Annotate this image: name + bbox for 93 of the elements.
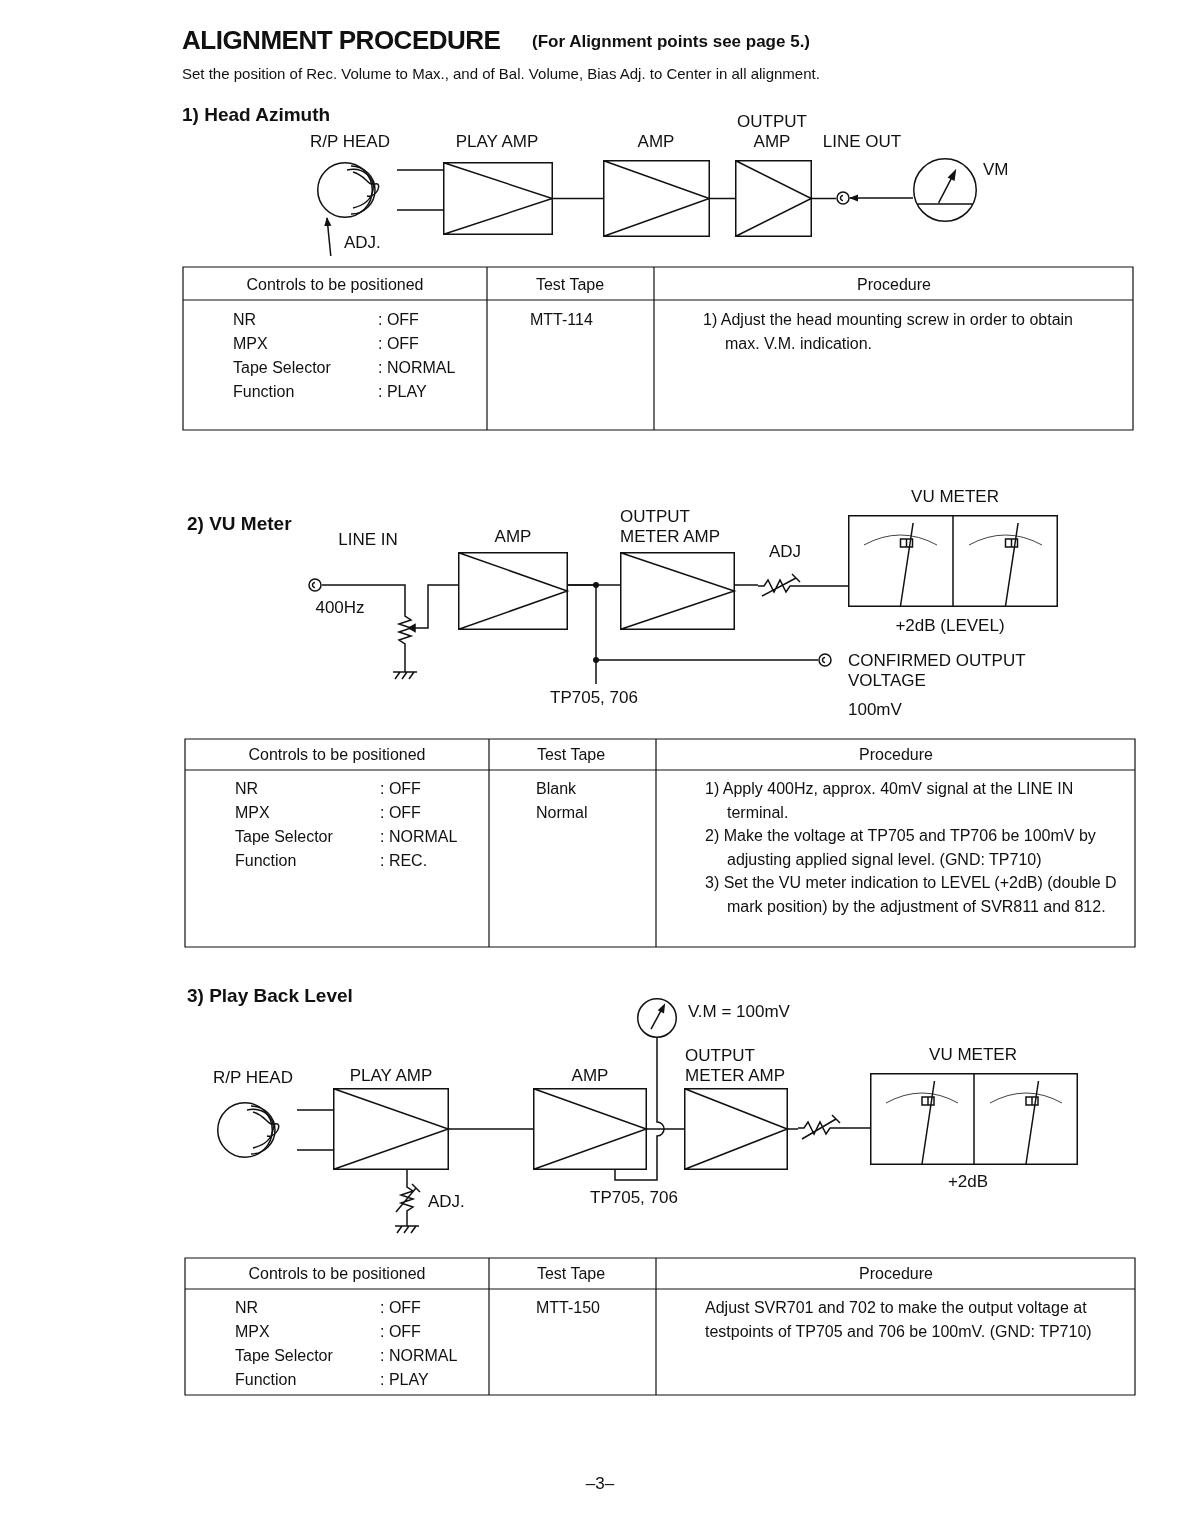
table-cell-text: Function <box>235 851 297 871</box>
table-cell-text: : REC. <box>380 851 428 871</box>
block-label: CONFIRMED OUTPUT VOLTAGE <box>848 651 1027 691</box>
wire <box>567 584 819 661</box>
wire <box>843 1127 871 1129</box>
table-cell-text: Blank <box>536 779 577 799</box>
table-cell-text: MPX <box>235 1322 270 1342</box>
table-cell-text: Normal <box>536 803 588 823</box>
value-label: V.M = 100mV <box>688 1002 790 1022</box>
block-label: PLAY AMP <box>349 1066 433 1086</box>
block-label: VM <box>983 160 1009 180</box>
wire <box>396 169 444 211</box>
table-cell-text: MPX <box>233 334 268 354</box>
test-point-label: TP705, 706 <box>550 688 638 708</box>
block-label: AMP <box>494 527 532 547</box>
section-heading: 3) Play Back Level <box>187 984 353 1008</box>
page-title: ALIGNMENT PROCEDURE <box>182 25 501 55</box>
table-cell-text: : NORMAL <box>378 358 456 378</box>
block-label: VU METER <box>911 487 999 507</box>
block-label: OUTPUT METER AMP <box>685 1046 787 1086</box>
wire <box>614 1037 665 1181</box>
block-label: ADJ <box>768 542 802 562</box>
table-cell-text: NR <box>235 779 259 799</box>
table-cell-text: : OFF <box>378 310 419 330</box>
table-cell-text: Function <box>235 1370 297 1390</box>
block-label: PLAY AMP <box>455 132 539 152</box>
wire <box>448 1128 534 1130</box>
wire <box>552 197 604 200</box>
wire <box>296 1109 334 1151</box>
block-label: R/P HEAD <box>213 1068 293 1088</box>
table-header: Test Tape <box>535 275 605 295</box>
block-label: OUTPUT METER AMP <box>620 507 722 547</box>
table-cell-text: : PLAY <box>378 382 427 402</box>
table-cell-text: : PLAY <box>380 1370 429 1390</box>
table-header: Test Tape <box>536 1264 606 1284</box>
page-subtitle: (For Alignment points see page 5.) <box>532 32 810 52</box>
test-point-label: TP705, 706 <box>590 1188 678 1208</box>
table-header: Procedure <box>859 745 933 765</box>
table-cell-text: MTT-150 <box>536 1298 600 1318</box>
section-heading: 2) VU Meter <box>187 512 292 536</box>
table-header: Controls to be positioned <box>248 745 426 765</box>
instruction-text: Set the position of Rec. Volume to Max., and of Bal. Volume, Bias Adj. to Center in all alignment. <box>182 64 820 84</box>
block-label: ADJ. <box>344 233 381 253</box>
table-cell-text: Adjust SVR701 and 702 to make the output voltage at testpoints of TP705 and 706 be 100mV. (GND: TP710) <box>705 1298 1093 1342</box>
value-label: 400Hz <box>315 598 365 618</box>
table-cell-text: Tape Selector <box>233 358 331 378</box>
table-header: Procedure <box>857 275 931 295</box>
block-label: VU METER <box>929 1045 1017 1065</box>
wire <box>709 197 736 200</box>
table-cell-text: 1) Apply 400Hz, approx. 40mV signal at the LINE IN terminal. <box>705 779 1075 823</box>
block-label: LINE OUT <box>822 132 902 152</box>
wire <box>787 1128 799 1130</box>
wire <box>811 197 837 200</box>
section-heading: 1) Head Azimuth <box>182 103 331 127</box>
table-cell-text: : NORMAL <box>380 1346 458 1366</box>
wire <box>801 585 849 587</box>
table-header: Controls to be positioned <box>248 1264 426 1284</box>
table-cell-text: Tape Selector <box>235 827 333 847</box>
wire <box>321 584 406 611</box>
table-cell-text: : OFF <box>378 334 419 354</box>
block-label: AMP <box>571 1066 609 1086</box>
wire <box>734 584 759 586</box>
block-label: LINE IN <box>338 530 398 550</box>
table-cell-text: Function <box>233 382 295 402</box>
table-header: Test Tape <box>536 745 606 765</box>
table-cell-text: 1) Adjust the head mounting screw in order to obtain max. V.M. indication. <box>703 310 1074 354</box>
wire <box>646 1128 685 1130</box>
value-label: +2dB <box>947 1172 989 1192</box>
table-cell-text: Tape Selector <box>235 1346 333 1366</box>
table-cell-text: MPX <box>235 803 270 823</box>
block-label: ADJ. <box>428 1192 465 1212</box>
table-cell-text: : OFF <box>380 803 421 823</box>
table-cell-text: : OFF <box>380 1322 421 1342</box>
table-cell-text: : NORMAL <box>380 827 458 847</box>
block-label: OUTPUT AMP <box>736 112 808 152</box>
wire <box>406 1169 408 1183</box>
table-cell-text: NR <box>233 310 257 330</box>
table-cell-text: MTT-114 <box>530 310 593 330</box>
table-cell-text: 3) Set the VU meter indication to LEVEL (+2dB) (double D mark position) by the adjustment of SVR811 and 812. <box>705 873 1118 917</box>
table-header: Procedure <box>859 1264 933 1284</box>
table-cell-text: NR <box>235 1298 259 1318</box>
table-cell-text: : OFF <box>380 1298 421 1318</box>
block-label: AMP <box>637 132 675 152</box>
table-header: Controls to be positioned <box>246 275 424 295</box>
block-label: 100mV <box>848 700 902 720</box>
page-number: –3– <box>585 1474 615 1494</box>
wire <box>419 584 459 629</box>
block-label: R/P HEAD <box>310 132 390 152</box>
table-cell-text: : OFF <box>380 779 421 799</box>
table-cell-text: 2) Make the voltage at TP705 and TP706 be 100mV by adjusting applied signal level. (GND: TP710) <box>705 826 1097 870</box>
arrow <box>324 217 332 257</box>
arrow <box>849 194 914 202</box>
value-label: +2dB (LEVEL) <box>895 616 1005 636</box>
